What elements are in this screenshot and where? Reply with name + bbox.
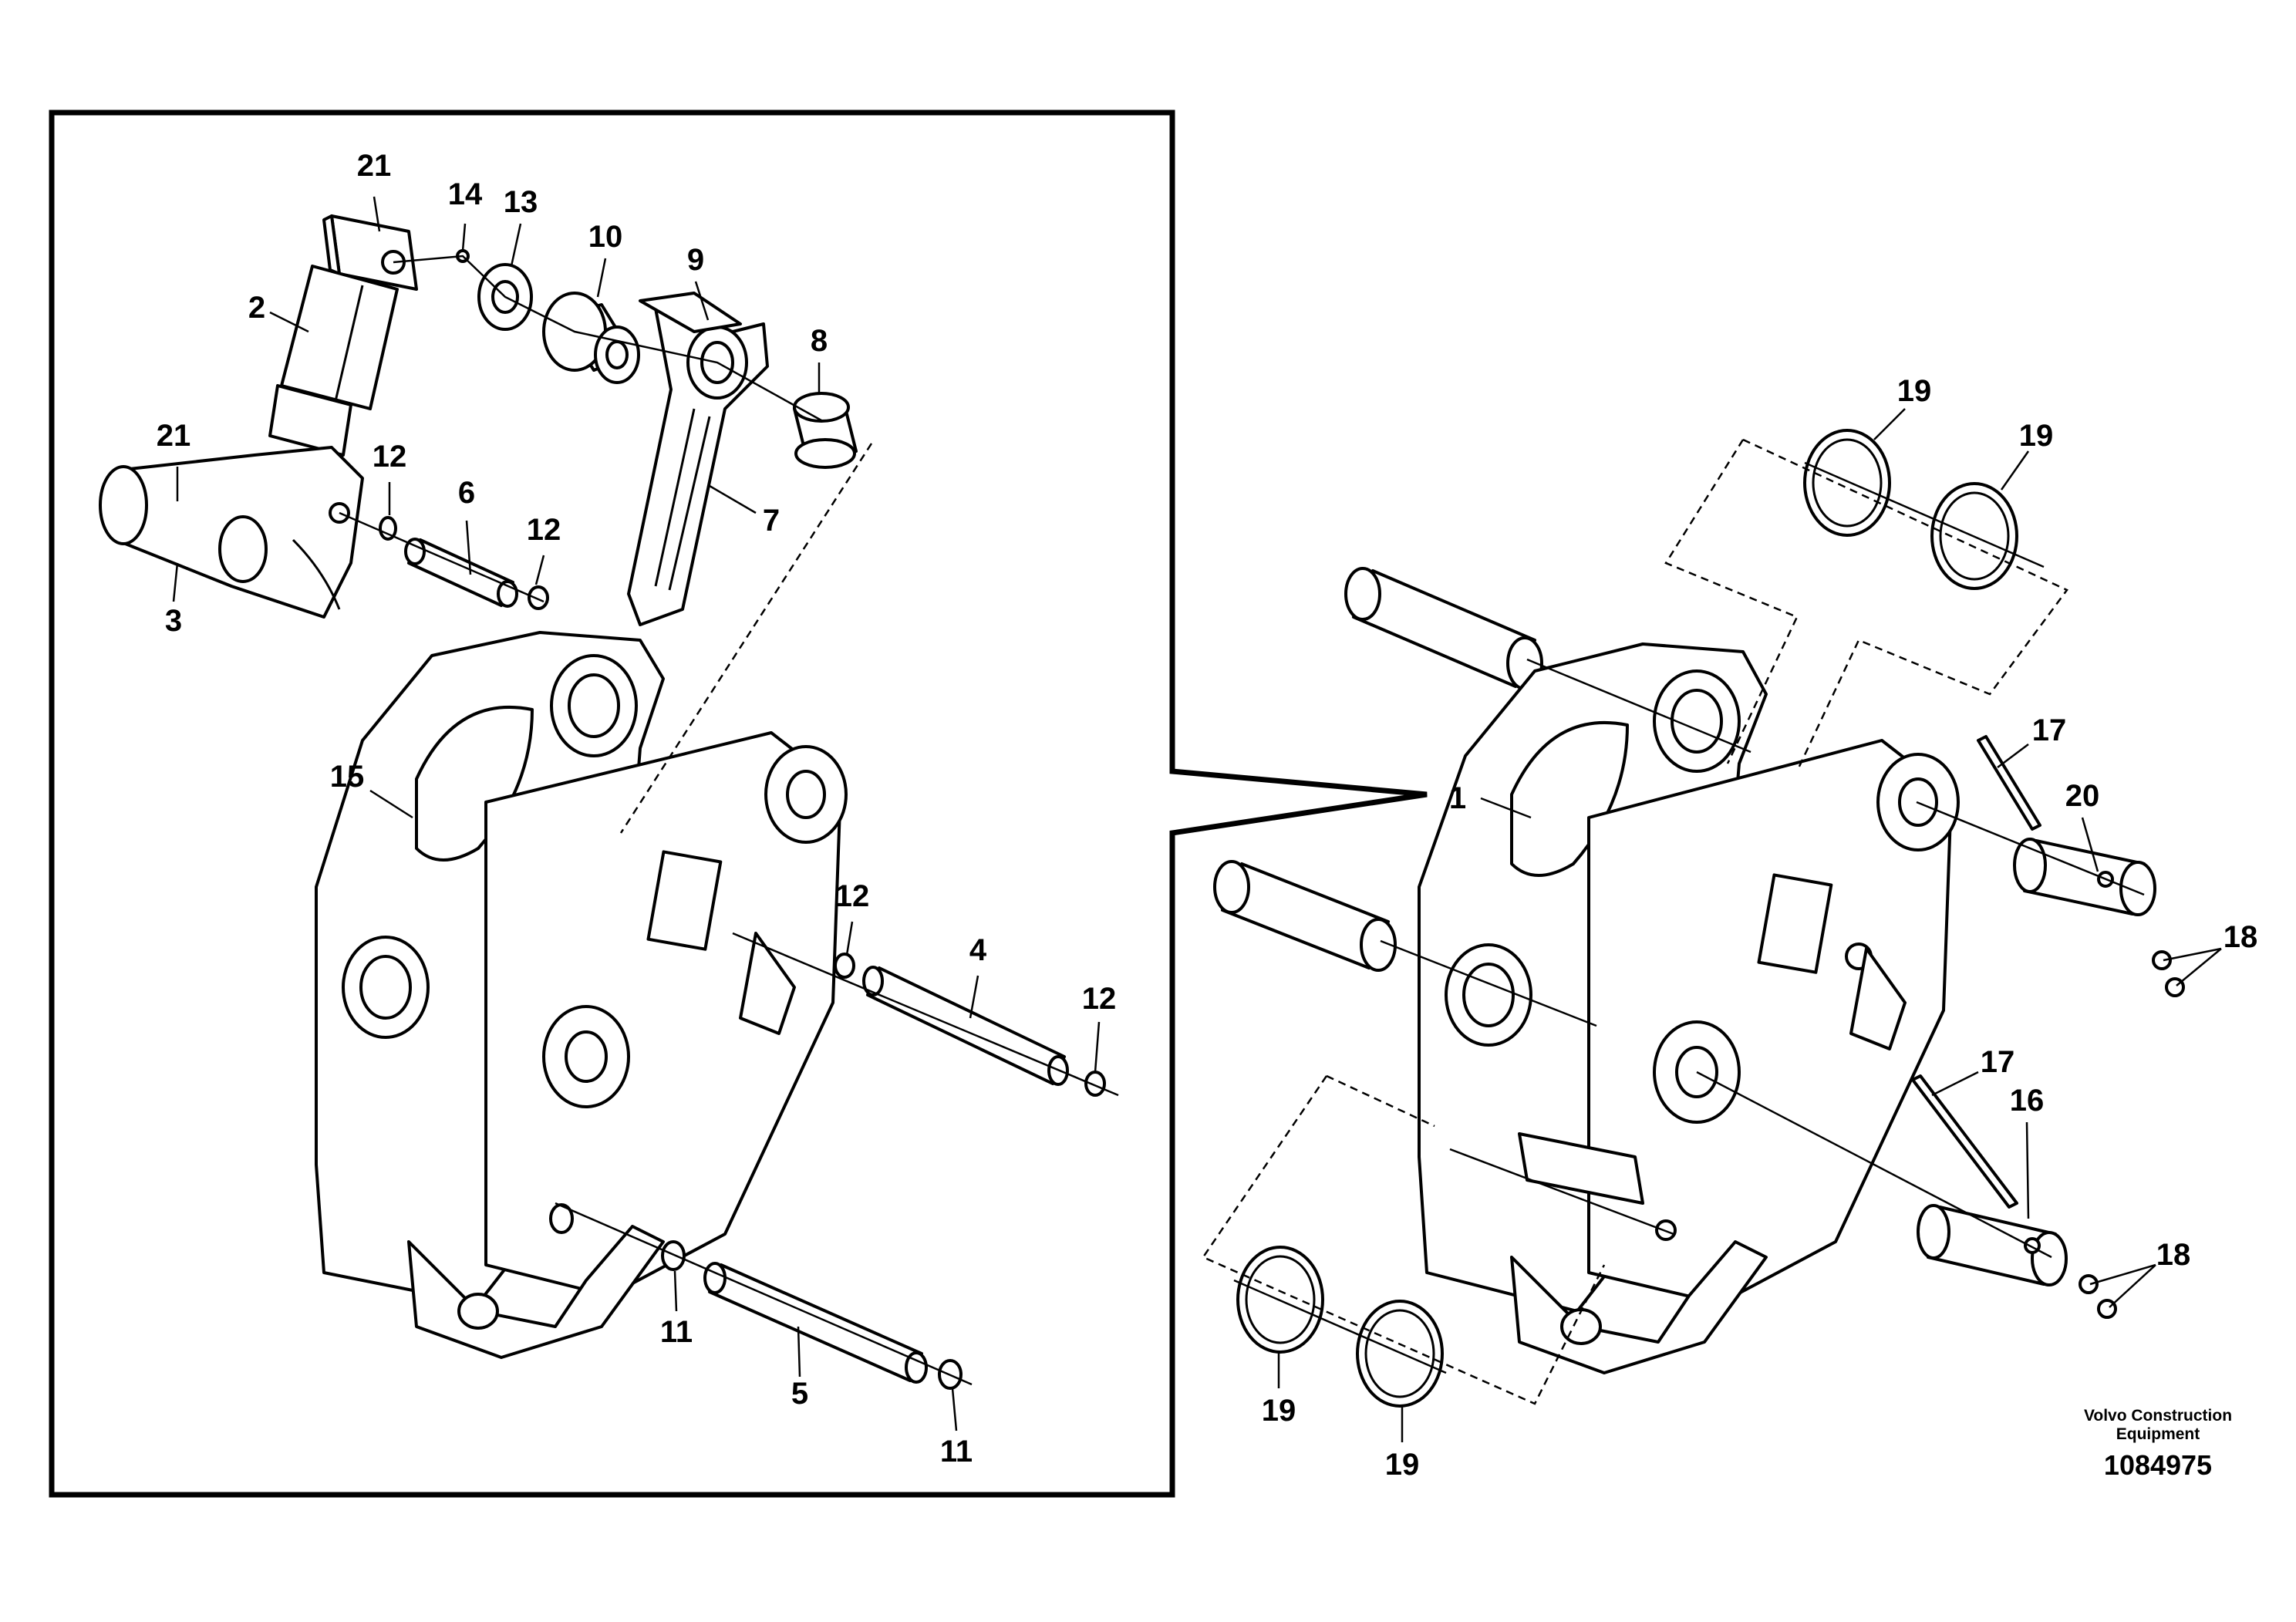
callout-1: 1	[1449, 781, 1466, 815]
callout-8: 8	[811, 324, 828, 358]
callout-2: 2	[248, 291, 265, 325]
callout-13: 13	[504, 185, 538, 219]
callout-20: 20	[2065, 779, 2100, 813]
axis-line	[555, 1202, 973, 1386]
callout-21-top: 21	[357, 149, 392, 183]
callout-14: 14	[448, 177, 483, 211]
pin-part-4	[862, 966, 1069, 1086]
pin-lower	[1213, 860, 1397, 972]
callout-6: 6	[458, 476, 475, 510]
callout-19-top-right: 19	[2019, 419, 2054, 453]
sleeve-part-8	[793, 392, 858, 469]
callout-12-mid-right: 12	[1082, 982, 1117, 1016]
callout-9: 9	[687, 243, 704, 277]
callout-15: 15	[330, 760, 365, 794]
dash-box	[1202, 1075, 1606, 1405]
callout-19-bottom-right: 19	[1385, 1448, 1420, 1482]
axis-line	[1380, 939, 1597, 1027]
manufacturer-name-line2: Equipment	[2116, 1425, 2200, 1443]
ring-part-12-c	[834, 953, 855, 979]
callouts: 21 14 13 10 9 2 8 21 12 6 12 7 3 15 12 4…	[157, 149, 2258, 1482]
manufacturer-name: Volvo Construction	[2084, 1407, 2232, 1425]
callout-12-upper-right: 12	[527, 513, 561, 547]
callout-12-mid-left: 12	[835, 879, 870, 913]
axis-dashed	[619, 443, 873, 834]
callout-4: 4	[969, 933, 987, 967]
bolt-part-17-b	[1911, 1074, 2018, 1209]
callout-19-bottom-left: 19	[1262, 1394, 1296, 1428]
callout-17-upper: 17	[2032, 713, 2067, 747]
callout-10: 10	[588, 220, 623, 254]
axis-line	[339, 511, 544, 603]
lever-part-7-9	[627, 292, 769, 626]
callout-16: 16	[2010, 1084, 2045, 1118]
callout-7: 7	[763, 504, 780, 538]
axis-line	[1449, 1148, 1674, 1236]
document-number: 1084975	[2104, 1449, 2212, 1481]
callout-17-lower: 17	[1981, 1045, 2015, 1079]
leader-lines	[172, 196, 2222, 1442]
coupler-part-1	[1418, 642, 1960, 1374]
pin-part-5	[703, 1262, 928, 1384]
callout-19-top-left: 19	[1897, 374, 1932, 408]
dash-box	[1664, 439, 1799, 764]
callout-11-right: 11	[940, 1435, 973, 1469]
dash-box	[1326, 1074, 1435, 1128]
ring-part-12-a	[379, 516, 397, 541]
seal-rings-part-19	[1236, 429, 2018, 1408]
callout-12-upper-left: 12	[373, 440, 407, 474]
bracket-part-3	[99, 446, 364, 619]
callout-11-left: 11	[660, 1315, 693, 1349]
dash-box	[1742, 438, 2068, 772]
axis-line	[1804, 461, 2045, 568]
detail-frame	[49, 110, 1428, 1498]
frame-part-15	[315, 631, 848, 1359]
bolt-part-17-a	[1977, 735, 2041, 831]
pin-upper	[1344, 567, 1543, 690]
callout-5: 5	[791, 1377, 808, 1411]
axis-line	[1233, 1279, 1447, 1374]
axis-line	[732, 932, 1119, 1097]
ring-part-11-a	[661, 1240, 686, 1271]
pin-part-16	[1917, 1204, 2068, 1286]
bushing-part-10	[542, 292, 640, 384]
axis-line	[1916, 801, 2145, 896]
callout-3: 3	[165, 604, 182, 638]
callout-18-upper: 18	[2224, 920, 2258, 954]
axis-line	[1696, 1071, 2052, 1259]
cylinder-part-2	[268, 214, 418, 457]
axis-line	[393, 255, 822, 422]
callout-18-lower: 18	[2156, 1238, 2191, 1272]
callout-21-left: 21	[157, 419, 191, 453]
ring-part-12-b	[528, 585, 549, 610]
axis-line	[1526, 658, 1752, 754]
